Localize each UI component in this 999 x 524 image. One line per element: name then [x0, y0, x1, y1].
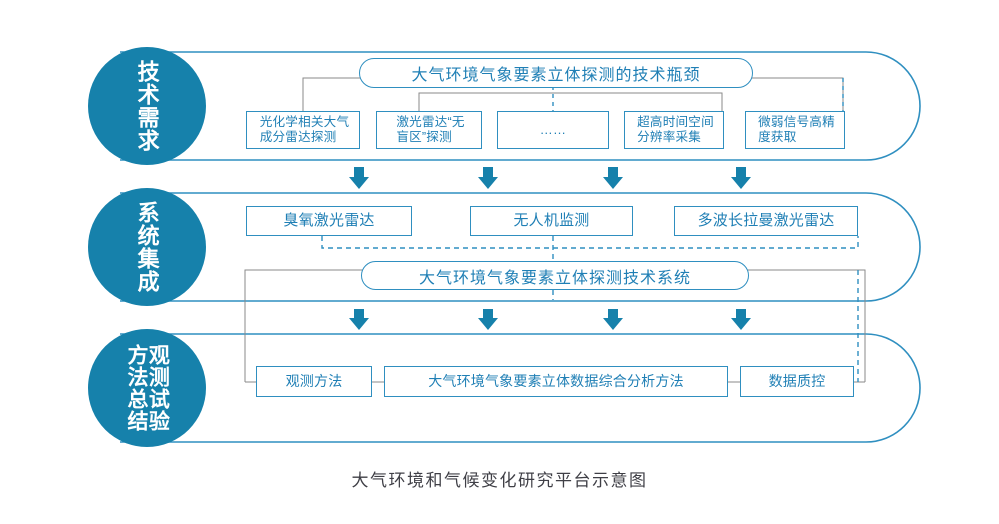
node-qc[interactable]: 数据质控	[740, 366, 854, 397]
row-title-requirements: 大气环境气象要素立体探测的技术瓶颈	[359, 58, 753, 88]
down-arrow-icon	[478, 309, 498, 330]
node-analysis[interactable]: 大气环境气象要素立体数据综合分析方法	[384, 366, 728, 397]
down-arrow-icon	[731, 167, 751, 189]
stage-label-methods-group: 方法总结 观测试验	[125, 344, 170, 432]
node-lidar-blind-line1: 激光雷达“无	[396, 114, 465, 129]
node-lidar-blind[interactable]: 激光雷达“无 盲区”探测	[376, 111, 482, 149]
band-methods	[120, 333, 921, 443]
stage-label-methods-col2: 方法总结	[125, 344, 148, 432]
down-arrow-icon	[731, 309, 751, 330]
node-uav-text: 无人机监测	[513, 212, 590, 230]
node-obs-method-text: 观测方法	[285, 373, 343, 390]
band-systems	[120, 192, 921, 302]
stage-circle-requirements[interactable]: 技术需求	[88, 47, 206, 165]
bracket-systems-dashed	[321, 236, 859, 249]
node-weaksignal-line1: 微弱信号高精	[758, 114, 835, 129]
node-lidar-blind-line2: 盲区”探测	[396, 130, 452, 144]
node-raman-lidar[interactable]: 多波长拉曼激光雷达	[674, 206, 858, 236]
down-arrow-icon	[349, 309, 369, 330]
node-photochem-line1: 光化学相关大气	[259, 114, 350, 129]
node-ozone-lidar[interactable]: 臭氧激光雷达	[246, 206, 412, 236]
figure-caption: 大气环境和气候变化研究平台示意图	[0, 466, 999, 491]
node-ellipsis[interactable]: ……	[497, 111, 609, 149]
row-title-systems-text: 大气环境气象要素立体探测技术系统	[418, 269, 691, 287]
arrow-group-systems-to-methods	[349, 309, 751, 330]
down-arrow-icon	[349, 167, 369, 189]
node-photochem[interactable]: 光化学相关大气 成分雷达探测	[246, 111, 360, 149]
node-obs-method[interactable]: 观测方法	[256, 366, 372, 397]
node-weaksignal-line2: 度获取	[758, 130, 797, 144]
node-ozone-lidar-text: 臭氧激光雷达	[283, 212, 375, 230]
node-resolution-line1: 超高时间空间	[637, 114, 714, 129]
row-title-requirements-text: 大气环境气象要素立体探测的技术瓶颈	[411, 67, 701, 84]
stage-label-methods-col1: 观测试验	[146, 344, 170, 432]
band-requirements	[120, 51, 921, 161]
stage-label-systems: 系统集成	[134, 201, 160, 293]
stage-label-requirements: 技术需求	[134, 60, 160, 152]
node-resolution-line2: 分辨率采集	[637, 130, 702, 144]
row-title-systems: 大气环境气象要素立体探测技术系统	[361, 261, 749, 290]
node-weaksignal[interactable]: 微弱信号高精 度获取	[745, 111, 845, 149]
node-uav[interactable]: 无人机监测	[470, 206, 633, 236]
node-ellipsis-text: ……	[539, 121, 567, 137]
down-arrow-icon	[603, 167, 623, 189]
node-raman-lidar-text: 多波长拉曼激光雷达	[697, 212, 835, 230]
node-resolution[interactable]: 超高时间空间 分辨率采集	[624, 111, 724, 149]
stage-circle-systems[interactable]: 系统集成	[88, 188, 206, 306]
figure-caption-text: 大气环境和气候变化研究平台示意图	[351, 471, 648, 490]
bracket-requirements-inner	[418, 92, 723, 113]
node-qc-text: 数据质控	[768, 373, 826, 390]
stage-circle-methods[interactable]: 方法总结 观测试验	[88, 329, 206, 447]
node-analysis-text: 大气环境气象要素立体数据综合分析方法	[428, 373, 684, 390]
down-arrow-icon	[478, 167, 498, 189]
node-photochem-line2: 成分雷达探测	[259, 130, 337, 144]
arrow-group-requirements-to-systems	[349, 167, 751, 189]
down-arrow-icon	[603, 309, 623, 330]
